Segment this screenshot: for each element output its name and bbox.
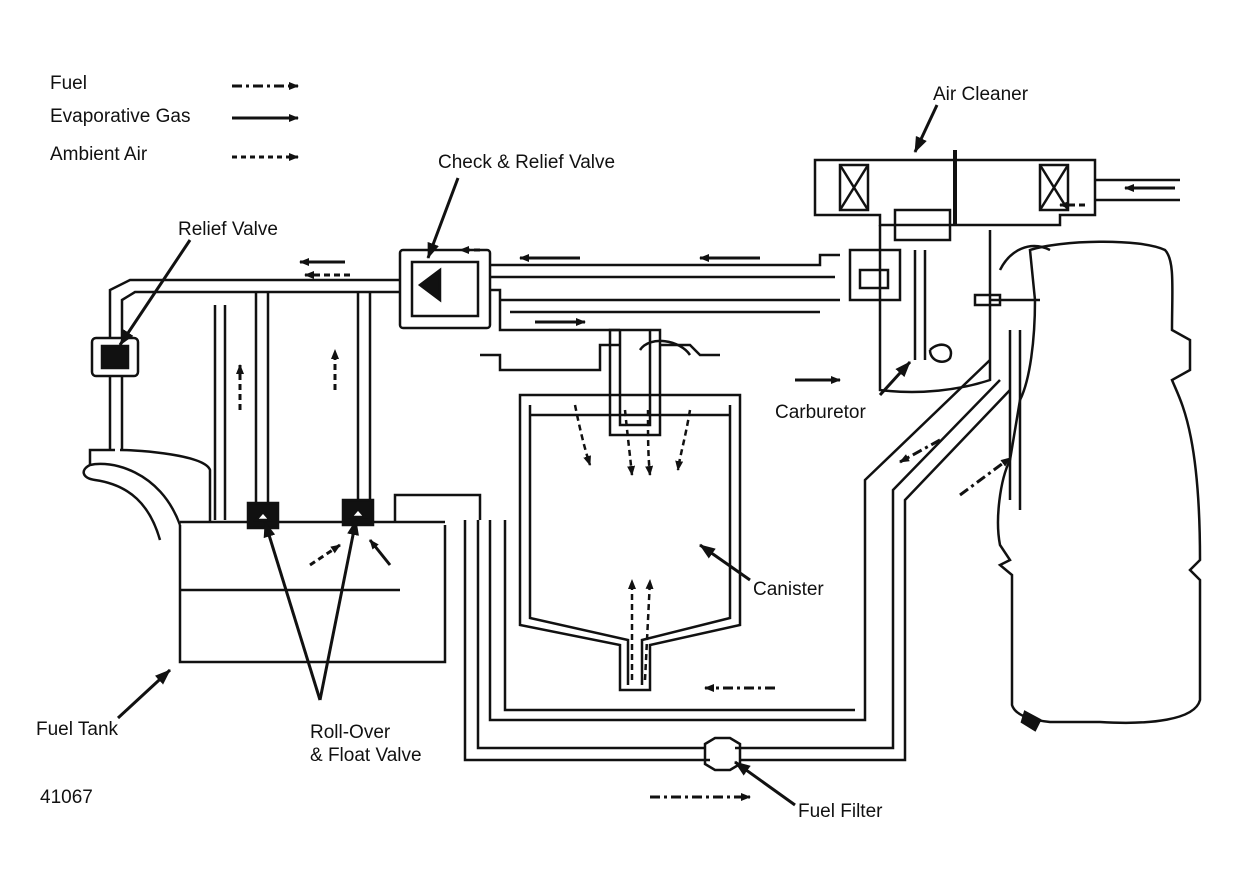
label-relief-valve: Relief Valve xyxy=(178,219,278,240)
fuel-filter xyxy=(703,736,742,772)
figure-number: 41067 xyxy=(40,787,93,808)
engine-block xyxy=(996,240,1202,732)
flow-arrows xyxy=(236,184,1175,801)
fuel-tank xyxy=(82,448,482,664)
fuel-lines xyxy=(463,330,1022,762)
air-cleaner xyxy=(813,150,1180,227)
label-fuel-tank: Fuel Tank xyxy=(36,719,119,740)
check-relief-valve xyxy=(380,248,840,332)
label-rollover-line2: & Float Valve xyxy=(310,745,422,766)
callout-arrows xyxy=(116,104,939,807)
legend-fuel-label: Fuel xyxy=(50,73,87,94)
label-canister: Canister xyxy=(753,579,824,600)
canister xyxy=(480,328,742,692)
relief-valve xyxy=(90,278,380,450)
label-rollover-line1: Roll-Over xyxy=(310,722,391,743)
legend-evap-label: Evaporative Gas xyxy=(50,106,191,127)
label-carburetor: Carburetor xyxy=(775,402,866,423)
legend-air-label: Ambient Air xyxy=(50,144,148,165)
label-air-cleaner: Air Cleaner xyxy=(933,84,1029,105)
canister-flow-arrows xyxy=(573,404,692,681)
tank-vent-pipes xyxy=(213,292,372,520)
label-check-relief-valve: Check & Relief Valve xyxy=(438,152,616,173)
carburetor xyxy=(848,208,1051,394)
label-fuel-filter: Fuel Filter xyxy=(798,801,883,822)
legend-samples xyxy=(232,82,299,161)
